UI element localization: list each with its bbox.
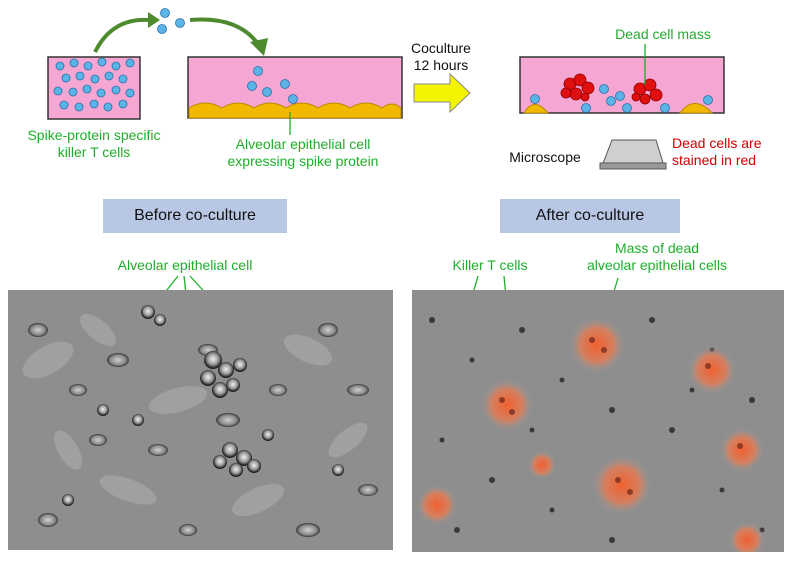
before-cell-cluster [62,305,344,506]
after-micrograph [412,290,784,552]
middle-well-label: Alveolar epithelial cell expressing spik… [227,136,379,169]
coculture-arrow [413,72,471,114]
transfer-arrows [93,17,260,53]
dead-cell-clumps [417,317,765,552]
dead-cells-note: Dead cells are stained in red [672,135,762,168]
after-annotation-killer: Killer T cells [452,257,528,273]
before-annotation: Alveolar epithelial cell [117,257,253,273]
t-cell-cluster [53,57,135,112]
after-banner: After co-culture [500,199,680,233]
left-well-label: Spike-protein specific killer T cells [27,127,161,160]
right-well [519,56,725,114]
before-micrograph [8,290,393,550]
floating-t-cells [157,8,185,34]
after-annotation-mass: Mass of dead alveolar epithelial cells [586,240,728,273]
microscope-shape [601,139,665,167]
dead-cell-masses [560,73,663,105]
microscope-label: Microscope [509,149,581,165]
before-banner: Before co-culture [103,199,287,233]
epithelial-layer [188,102,402,119]
descending-t-cells [247,66,298,104]
dead-cell-mass-label: Dead cell mass [615,26,711,42]
coculture-label: Coculture 12 hours [411,40,471,73]
right-t-cells [530,84,713,113]
